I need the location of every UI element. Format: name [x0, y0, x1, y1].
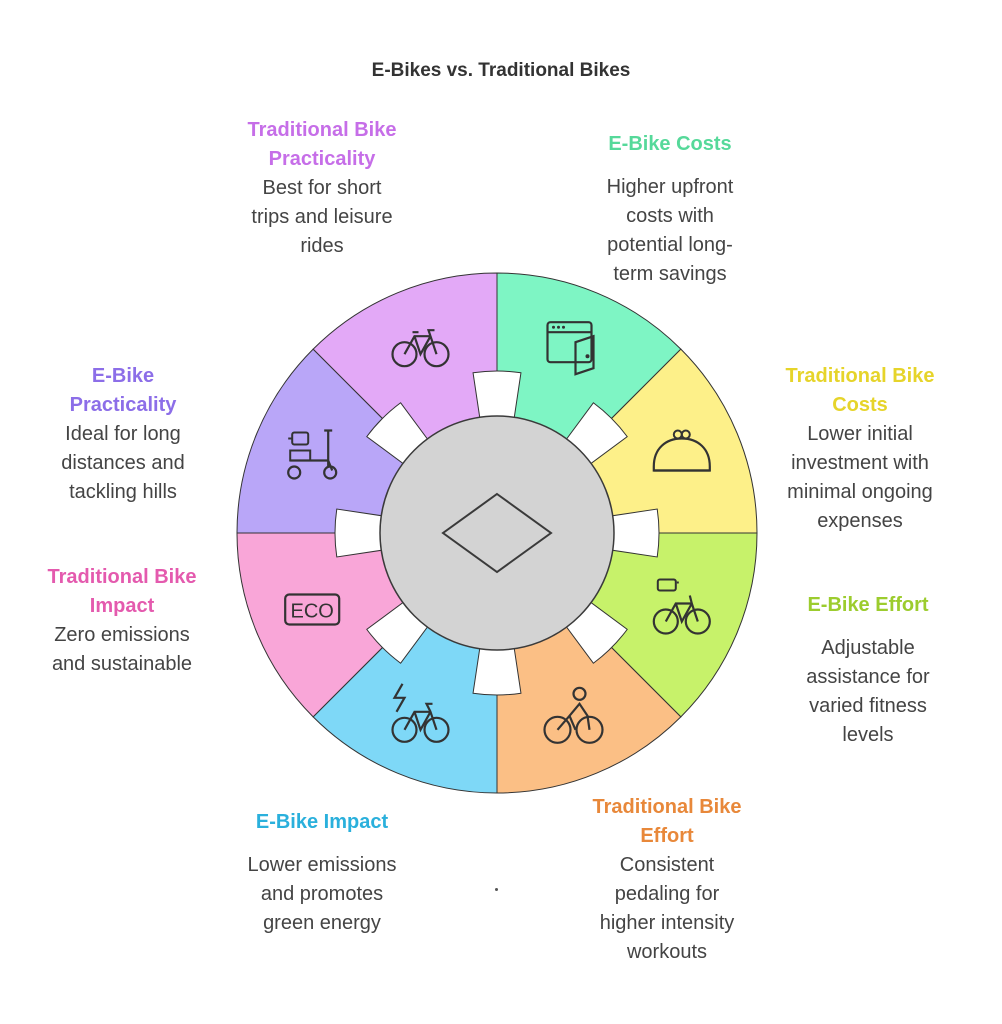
ring-tab	[607, 508, 660, 558]
center-circle	[379, 415, 615, 651]
label-title: E-Bike Costs	[608, 133, 732, 155]
center-hub	[379, 415, 615, 651]
label-description: Lower emissions and promotes green energ…	[247, 854, 397, 934]
label-ebike-practicality: E-Bike Practicality Ideal for long dista…	[30, 362, 216, 507]
label-description: Zero emissions and sustainable	[51, 624, 193, 675]
label-description: Best for short trips and leisure rides	[251, 177, 393, 257]
label-trad-effort: Traditional Bike Effort Consistent pedal…	[557, 793, 777, 967]
browser-wallet-icon	[546, 321, 595, 376]
icons-layer: ECO	[284, 321, 711, 744]
label-description: Lower initial investment with minimal on…	[787, 423, 933, 532]
ring-tab	[472, 643, 522, 696]
label-title: E-Bike Impact	[255, 811, 389, 833]
label-trad-costs: Traditional Bike Costs Lower initial inv…	[760, 362, 960, 536]
label-description: Ideal for long distances and tackling hi…	[61, 423, 185, 503]
diamond-icon	[441, 492, 553, 574]
label-title: E-Bike Practicality	[69, 365, 177, 416]
label-description: Adjustable assistance for varied fitness…	[806, 637, 930, 746]
label-trad-practicality: Traditional Bike Practicality Best for s…	[212, 116, 432, 261]
segments-layer	[236, 272, 758, 794]
label-ebike-effort: E-Bike Effort Adjustable assistance for …	[768, 591, 968, 750]
svg-text:ECO: ECO	[291, 601, 334, 623]
bicycle-icon	[391, 329, 450, 368]
scooter-icon	[287, 429, 338, 480]
eco-icon: ECO	[284, 593, 341, 626]
label-description: Consistent pedaling for higher intensity…	[599, 854, 735, 963]
diagram-title: E-Bikes vs. Traditional Bikes	[371, 60, 631, 81]
electric-bike-icon	[391, 683, 450, 743]
ring-tab	[472, 370, 522, 423]
label-ebike-impact: E-Bike Impact Lower emissions and promot…	[212, 808, 432, 938]
stray-dot	[495, 888, 498, 891]
label-title: Traditional Bike Practicality	[247, 119, 397, 170]
label-title: Traditional Bike Effort	[592, 796, 742, 847]
coin-purse-icon	[652, 429, 711, 472]
label-title: E-Bike Effort	[807, 594, 929, 616]
cyclist-icon	[543, 686, 604, 744]
ring-tab	[334, 508, 387, 558]
label-description: Higher upfront costs with potential long…	[606, 176, 734, 285]
label-ebike-costs: E-Bike Costs Higher upfront costs with p…	[560, 130, 780, 289]
bike-battery-icon	[652, 578, 711, 635]
label-trad-impact: Traditional Bike Impact Zero emissions a…	[20, 563, 224, 679]
label-title: Traditional Bike Impact	[47, 566, 197, 617]
label-title: Traditional Bike Costs	[785, 365, 935, 416]
